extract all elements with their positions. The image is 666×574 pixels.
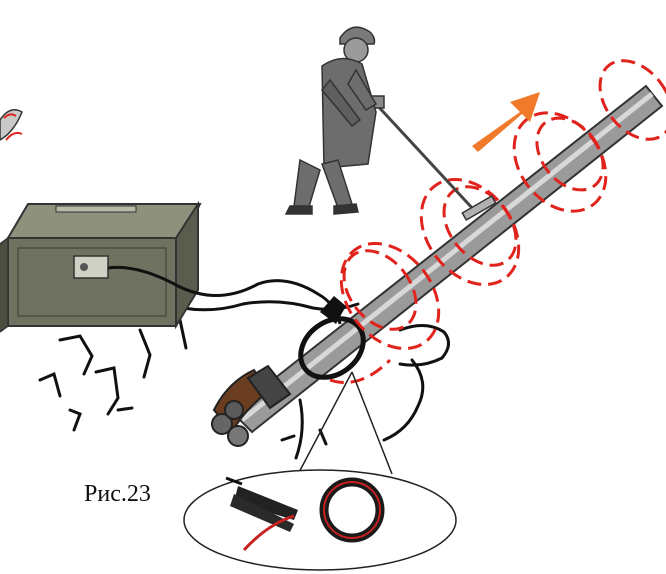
worker-with-receiver — [286, 27, 496, 220]
clamp-detail-callout — [184, 470, 456, 570]
equipment-case-icon — [0, 204, 200, 332]
direction-arrow-icon — [472, 92, 540, 152]
figure-caption: Рис.23 — [84, 481, 151, 508]
callout-pointer — [296, 372, 392, 478]
left-edge-fragment — [0, 110, 22, 140]
